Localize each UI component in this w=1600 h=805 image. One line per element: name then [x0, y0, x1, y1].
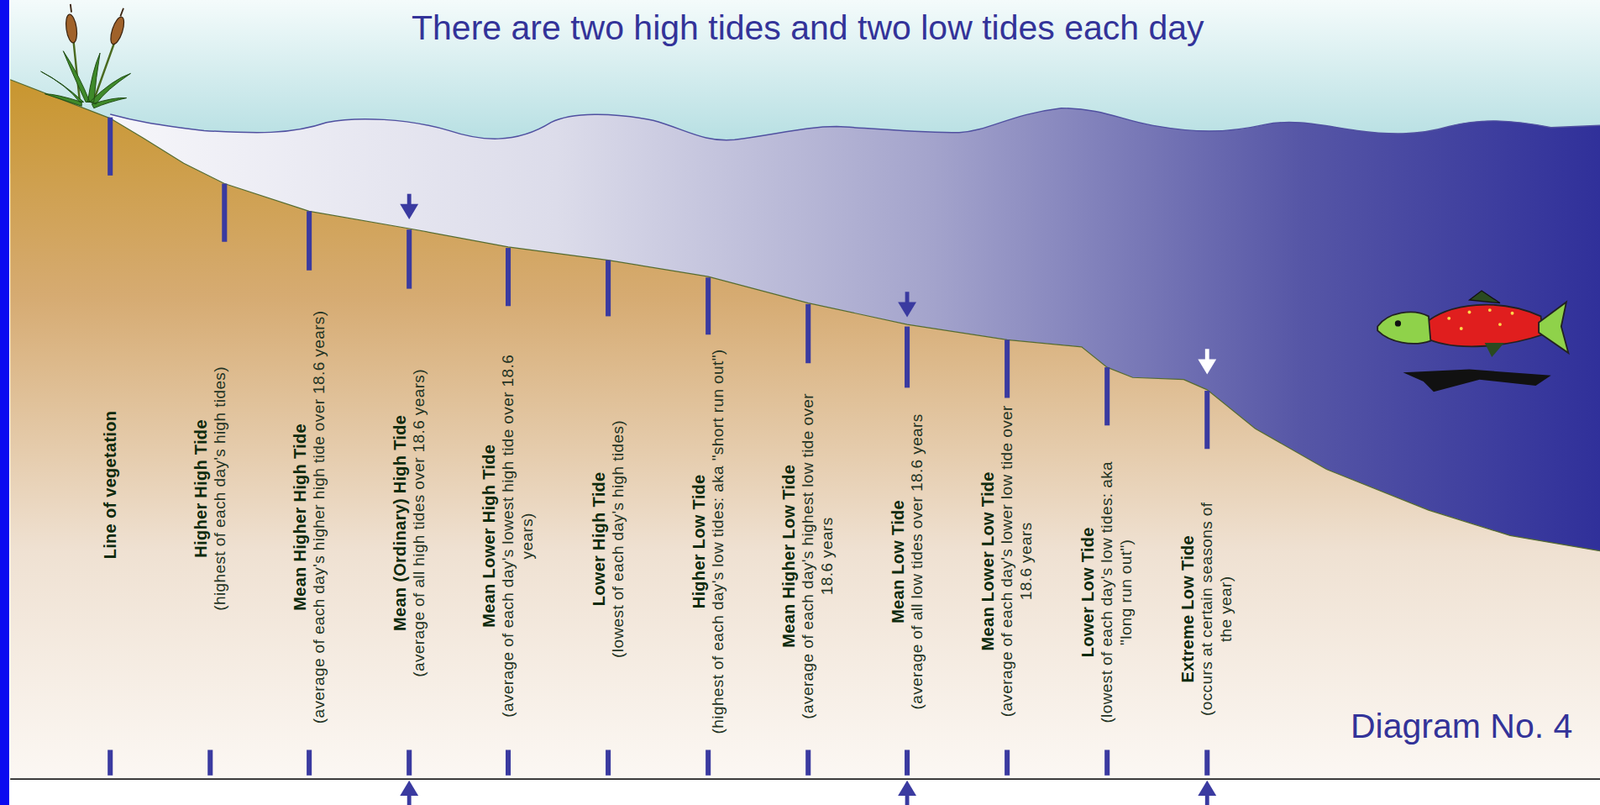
level-tick: [505, 247, 511, 306]
tide-level-name: Line of vegetation: [99, 375, 121, 594]
tide-label-group: Higher High Tide(highest of each day's h…: [190, 309, 231, 668]
tide-label-group: Lower Low Tide(lowest of each day's low …: [1077, 449, 1137, 735]
tide-level-note: (average of each day's lower low tide ov…: [997, 401, 1037, 721]
level-tick: [1104, 367, 1110, 425]
tide-level-name: Mean Higher Low Tide: [778, 375, 799, 737]
level-tick: [1204, 749, 1210, 775]
cattail-plant: [41, 4, 132, 109]
tide-level-name: Lower High Tide: [588, 364, 609, 714]
tide-label-group: Lower High Tide(lowest of each day's hig…: [588, 364, 629, 714]
level-tick: [107, 749, 113, 775]
tide-label-group: Mean Lower Low Tide(average of each day'…: [977, 401, 1037, 721]
tide-level-note: (average of all low tides over 18.6 year…: [907, 401, 928, 721]
level-tick: [107, 117, 113, 176]
tide-label-group: Mean Higher Low Tide(average of each day…: [778, 375, 838, 737]
level-tick: [406, 229, 412, 289]
level-tick: [406, 749, 412, 775]
tide-level-name: Mean Lower High Tide: [478, 330, 499, 741]
level-tick: [1204, 390, 1210, 449]
level-tick: [605, 749, 611, 775]
tide-level-name: Higher Low Tide: [688, 347, 709, 735]
marker-arrows: [399, 194, 1217, 805]
level-tick: [904, 749, 910, 775]
tide-level-note: (lowest of each day's high tides): [608, 364, 629, 714]
level-tick: [1104, 749, 1110, 775]
level-tick: [805, 304, 811, 363]
salmon-fish: [1377, 290, 1569, 392]
level-tick: [705, 277, 711, 335]
level-tick: [705, 749, 711, 775]
level-tick: [1004, 339, 1010, 398]
tide-label-group: Mean Lower High Tide(average of each day…: [478, 330, 538, 741]
tide-level-note: (average of each day's higher high tide …: [309, 292, 330, 741]
level-tick: [505, 749, 511, 775]
level-tick: [306, 749, 312, 775]
tide-level-note: (average of each day's lowest high tide …: [498, 330, 538, 741]
tide-level-name: Higher High Tide: [190, 309, 211, 668]
tide-level-name: Mean Lower Low Tide: [977, 401, 998, 721]
tide-level-note: (highest of each day's high tides): [210, 309, 231, 668]
level-tick: [805, 749, 811, 775]
tide-label-group: Line of vegetation: [99, 375, 121, 594]
tide-level-name: Extreme Low Tide: [1177, 495, 1198, 723]
tide-level-name: Mean Low Tide: [887, 401, 908, 721]
tide-level-name: Mean Higher High Tide: [289, 292, 310, 741]
tide-level-note: (average of all high tides over 18.6 yea…: [409, 304, 430, 741]
tide-label-group: Extreme Low Tide(occurs at certain seaso…: [1177, 495, 1237, 723]
tide-level-note: (lowest of each day's low tides: aka "lo…: [1097, 449, 1137, 735]
level-tick: [221, 183, 227, 242]
level-tick: [605, 260, 611, 317]
tide-label-group: Mean (Ordinary) High Tide(average of all…: [389, 304, 430, 741]
tide-level-note: (occurs at certain seasons of the year): [1197, 495, 1237, 723]
level-tick: [904, 326, 910, 389]
tide-ticks: [110, 117, 1207, 776]
level-tick: [1004, 749, 1010, 775]
tide-label-group: Mean Low Tide(average of all low tides o…: [887, 401, 928, 721]
diagram-number: Diagram No. 4: [1350, 706, 1573, 746]
level-tick: [306, 210, 312, 270]
tide-level-note: (average of each day's highest low tide …: [798, 375, 838, 737]
tide-level-name: Mean (Ordinary) High Tide: [389, 304, 410, 741]
tide-label-group: Higher Low Tide(highest of each day's lo…: [688, 347, 729, 735]
tide-level-name: Lower Low Tide: [1077, 449, 1098, 735]
tide-level-note: (highest of each day's low tides: aka "s…: [708, 347, 729, 735]
tide-label-group: Mean Higher High Tide(average of each da…: [289, 292, 330, 741]
diagram-title: There are two high tides and two low tid…: [411, 8, 1205, 48]
level-tick: [207, 749, 213, 775]
